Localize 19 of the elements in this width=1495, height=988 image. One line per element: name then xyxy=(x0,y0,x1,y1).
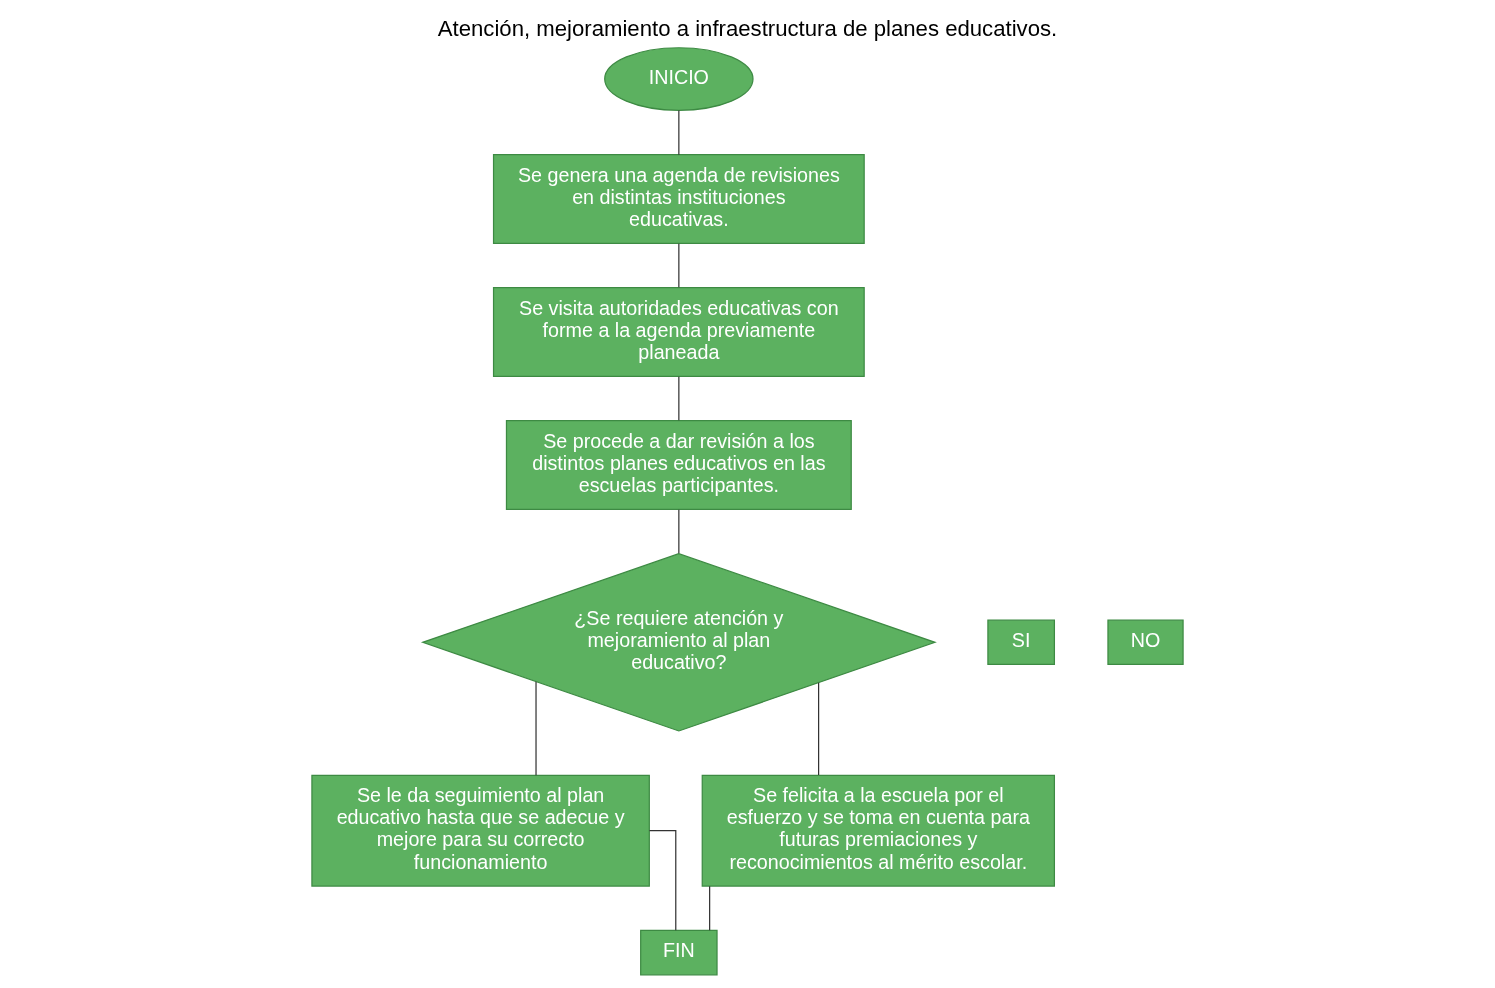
node-ellipse: INICIO xyxy=(604,47,754,111)
connector xyxy=(648,830,677,931)
node-box: SI xyxy=(987,619,1055,666)
node-box: Se genera una agenda de revisiones en distintas instituciones educativas. xyxy=(492,154,865,244)
connector xyxy=(678,376,680,421)
node-box: Se felicita a la escuela por el esfuerzo y se toma en cuenta para futuras premiaciones y reconocimientos al mérito escolar. xyxy=(701,774,1055,887)
diagram-title: Atención, mejoramiento a infraestructura de planes educativos. xyxy=(437,15,1058,41)
node-box: FIN xyxy=(640,929,718,976)
node-box: Se procede a dar revisión a los distintos planes educativos en las escuelas participantes. xyxy=(505,420,852,510)
node-box: Se le da seguimiento al plan educativo hasta que se adecue y mejore para su correcto funcionamiento xyxy=(311,774,650,887)
connector xyxy=(678,109,680,156)
connector xyxy=(818,682,820,776)
connector xyxy=(678,243,680,288)
connector xyxy=(535,681,537,776)
connector xyxy=(709,885,711,931)
connector xyxy=(678,509,680,554)
node-box: Se visita autoridades educativas con forme a la agenda previamente planeada xyxy=(492,287,865,377)
node-diamond: ¿Se requiere atención y mejoramiento al plan educativo? xyxy=(420,553,937,732)
node-box: NO xyxy=(1107,619,1184,666)
